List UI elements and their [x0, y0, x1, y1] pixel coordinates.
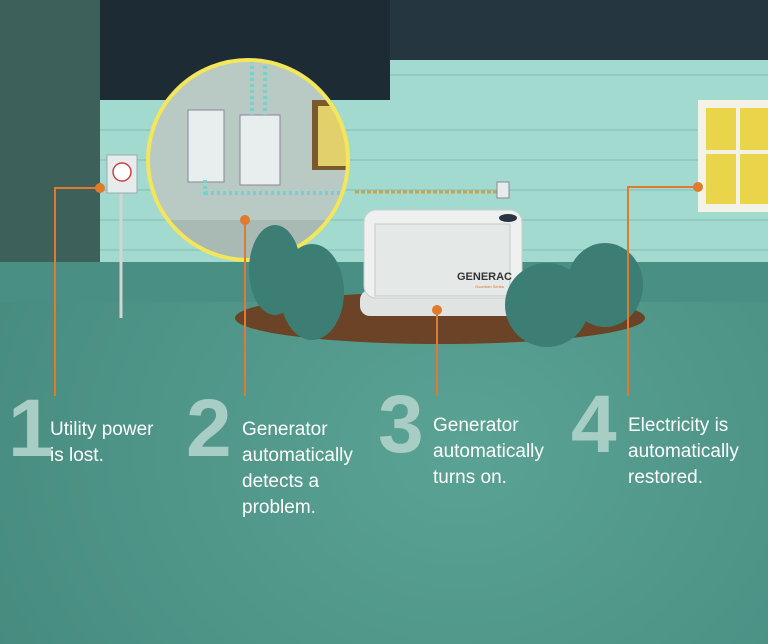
- callout-lines: [54, 182, 703, 396]
- step-3-number: 3: [378, 379, 424, 470]
- step-3-label: Generator automatically turns on.: [433, 415, 544, 488]
- generator-series: Guardian Series: [475, 284, 504, 289]
- step-1-number: 1: [8, 383, 54, 474]
- generator: [360, 209, 525, 316]
- step-4-label: Electricity is automatically restored.: [628, 415, 739, 488]
- utility-meter: [106, 154, 138, 318]
- step-1-label: Utility power is lost.: [50, 419, 154, 466]
- step-2-label: Generator automatically detects a proble…: [242, 419, 353, 518]
- step-2-number: 2: [186, 383, 232, 474]
- step-4-number: 4: [571, 379, 617, 470]
- generator-brand: GENERAC: [457, 271, 513, 283]
- window: [698, 100, 768, 212]
- shrubs: [249, 225, 643, 347]
